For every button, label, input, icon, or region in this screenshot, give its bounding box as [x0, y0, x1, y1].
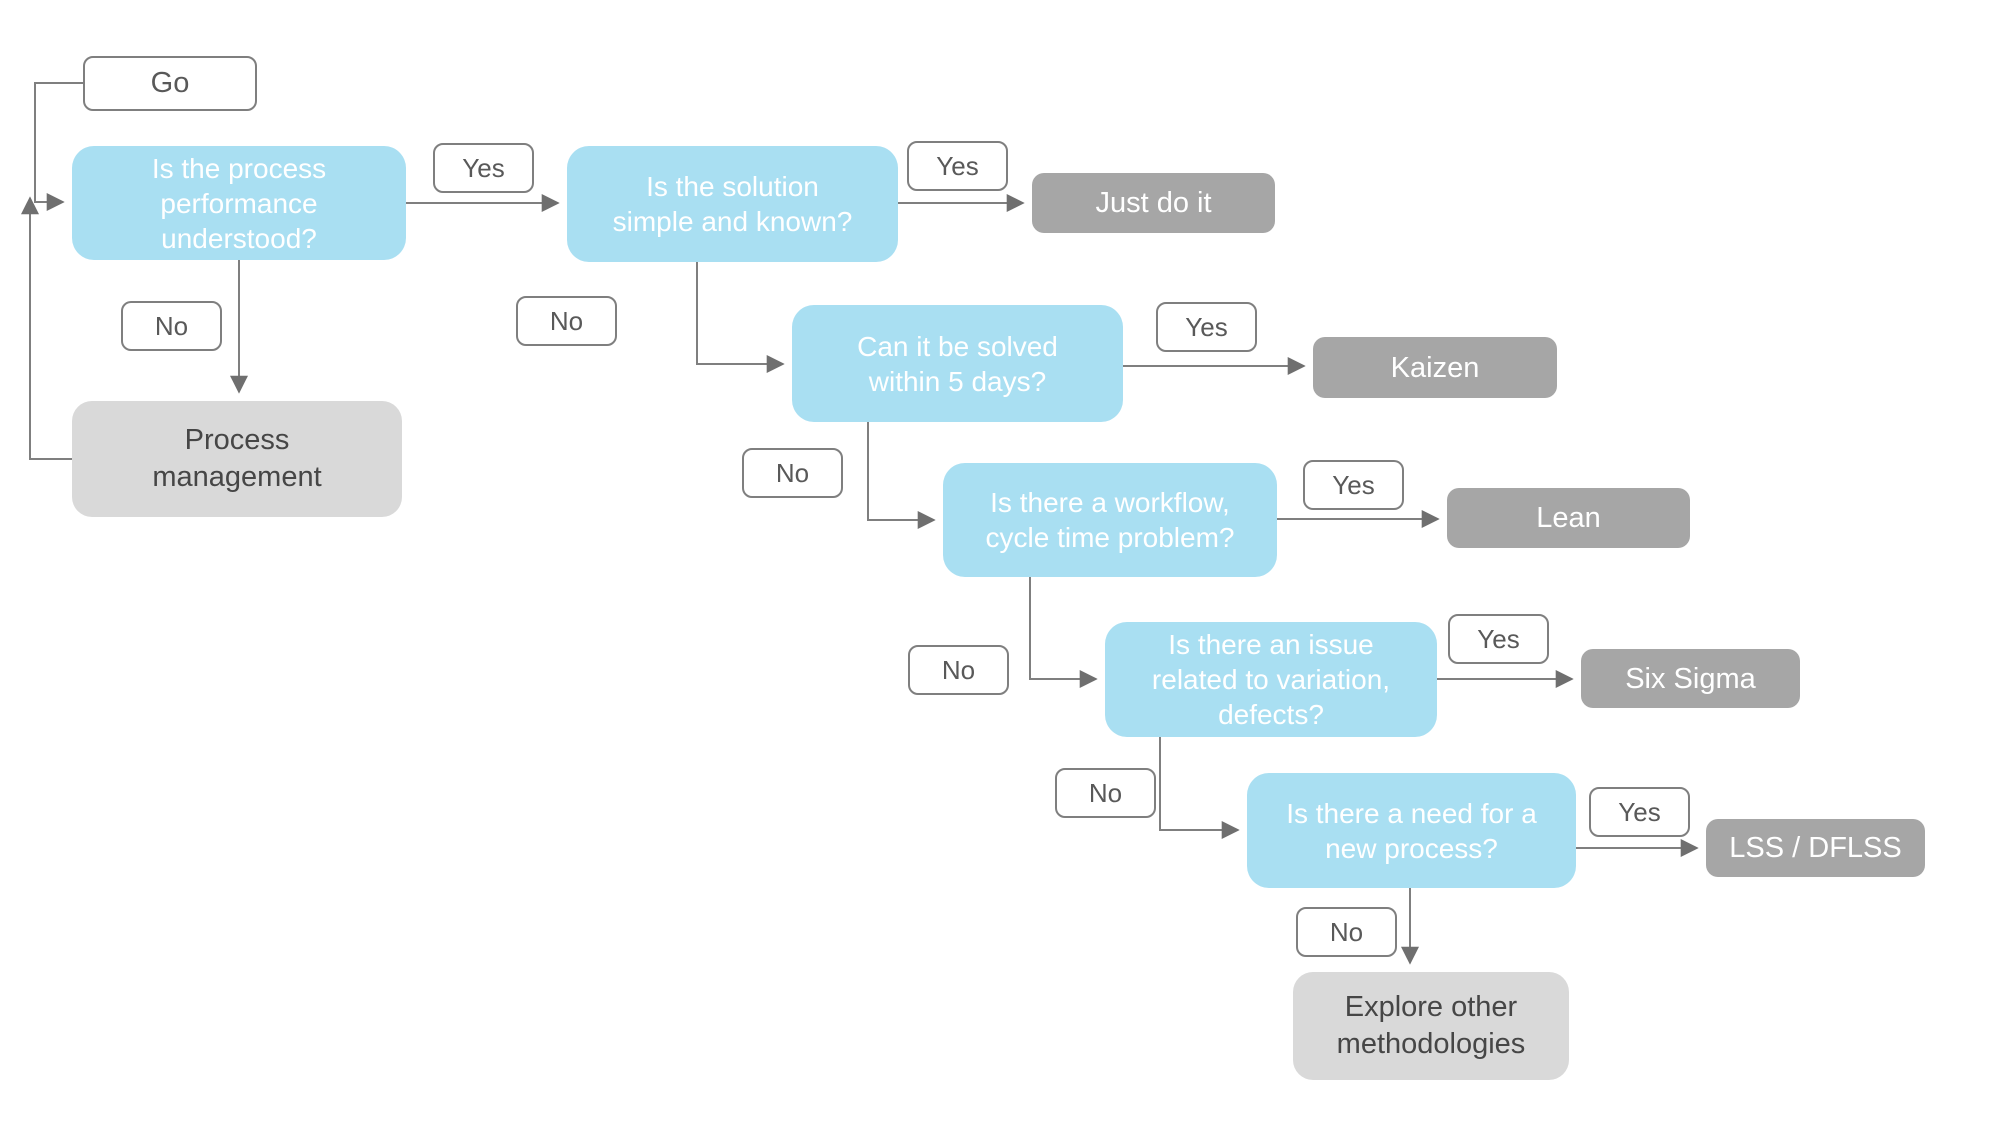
label-no-q5: No [1055, 768, 1156, 818]
terminal-node-process-management: Process management [72, 401, 402, 517]
question-label: Is the process performance understood? [151, 152, 327, 254]
label-no-q4: No [908, 645, 1009, 695]
label-yes-q6: Yes [1589, 787, 1690, 837]
question-node-solution-simple-and-known: Is the solution simple and known? [567, 146, 898, 262]
question-label: Is there an issue related to variation, … [1151, 629, 1391, 730]
outcome-label: Lean [1536, 502, 1601, 534]
edge-go-to-q1 [34, 82, 83, 211]
start-node-go: Go [83, 56, 257, 111]
label-yes-q4: Yes [1303, 460, 1404, 510]
question-label: Can it be solved within 5 days? [857, 330, 1058, 397]
label-yes-q1: Yes [433, 143, 534, 193]
no-badge-text: No [154, 310, 189, 341]
question-node-process-performance-understood: Is the process performance understood? [72, 146, 406, 260]
terminal-node-explore-other-methodologies: Explore other methodologies [1293, 972, 1569, 1080]
edge-q4-no-to-q5 [1029, 577, 1098, 688]
label-no-q1: No [121, 301, 222, 351]
edge-q5-no-to-q6 [1159, 737, 1240, 839]
outcome-node-six-sigma: Six Sigma [1581, 649, 1800, 708]
label-no-q2: No [516, 296, 617, 346]
question-label: Is the solution simple and known? [612, 171, 853, 237]
edge-q2-no-to-q3 [696, 262, 785, 373]
yes-badge-text: Yes [936, 150, 979, 181]
no-badge-text: No [1329, 916, 1364, 947]
no-badge-text: No [1088, 777, 1123, 808]
outcome-label: Six Sigma [1625, 662, 1756, 695]
outcome-node-kaizen: Kaizen [1313, 337, 1557, 398]
label-no-q3: No [742, 448, 843, 498]
start-node-label: Go [150, 67, 190, 99]
yes-badge-text: Yes [1332, 469, 1375, 500]
outcome-node-lss-dflss: LSS / DFLSS [1706, 819, 1925, 877]
terminal-label: Process management [152, 424, 322, 493]
question-node-variation-defects-issue: Is there an issue related to variation, … [1105, 622, 1437, 737]
terminal-label: Explore other methodologies [1336, 991, 1526, 1060]
label-yes-q2: Yes [907, 141, 1008, 191]
outcome-node-lean: Lean [1447, 488, 1690, 548]
no-badge-text: No [549, 305, 584, 336]
no-badge-text: No [941, 654, 976, 685]
yes-badge-text: Yes [462, 152, 505, 183]
question-node-workflow-cycle-time-problem: Is there a workflow, cycle time problem? [943, 463, 1277, 577]
question-label: Is there a need for a new process? [1286, 797, 1537, 864]
question-node-solved-within-5-days: Can it be solved within 5 days? [792, 305, 1123, 422]
edge-q3-no-to-q4 [867, 422, 936, 529]
no-badge-text: No [775, 457, 810, 488]
label-no-q6: No [1296, 907, 1397, 957]
yes-badge-text: Yes [1618, 796, 1661, 827]
question-label: Is there a workflow, cycle time problem? [985, 487, 1235, 553]
outcome-label: LSS / DFLSS [1729, 832, 1902, 864]
outcome-node-just-do-it: Just do it [1032, 173, 1275, 233]
label-yes-q5: Yes [1448, 614, 1549, 664]
yes-badge-text: Yes [1477, 623, 1520, 654]
outcome-label: Just do it [1095, 187, 1212, 219]
yes-badge-text: Yes [1185, 311, 1228, 342]
label-yes-q3: Yes [1156, 302, 1257, 352]
question-node-need-for-new-process: Is there a need for a new process? [1247, 773, 1576, 888]
outcome-label: Kaizen [1390, 351, 1480, 384]
edge-process-management-loop-back [21, 196, 72, 460]
